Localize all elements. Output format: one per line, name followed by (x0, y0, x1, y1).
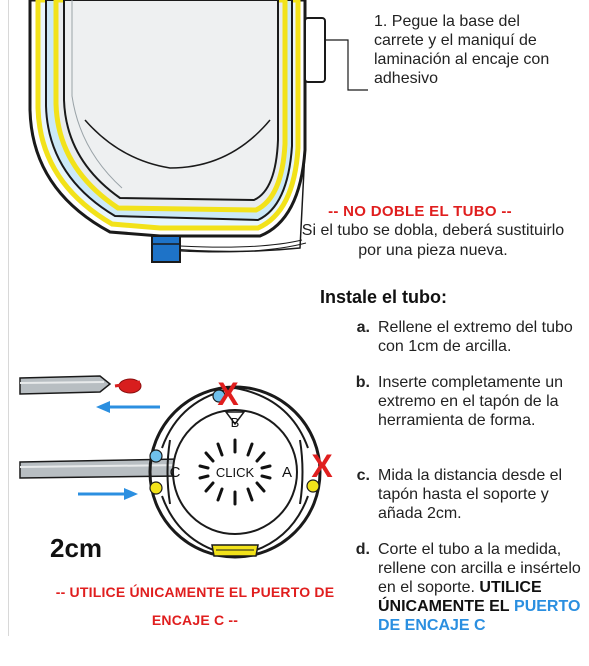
port-c-warning: -- UTILICE ÚNICAMENTE EL PUERTO DE ENCAJ… (55, 584, 335, 628)
step-text-group: Corte el tubo a la medida, rellene con a… (378, 540, 589, 635)
click-label: CLICK (216, 465, 255, 480)
bend-warning-line1: Si el tubo se dobla, deberá sustituirlo (301, 222, 565, 239)
length-label: 2cm (50, 533, 103, 563)
step-text-highlight: PUERTO DE ENCAJE C (378, 598, 581, 634)
step-text-bold: UTILICE ÚNICAMENTE EL (378, 579, 542, 615)
port-a-label: A (282, 464, 292, 481)
page-margin-line (8, 0, 9, 636)
step-text: Rellene el extremo del tubo con 1cm de a… (378, 319, 573, 355)
step-key: d. (355, 541, 370, 558)
port-a-yellow-dot (306, 479, 320, 493)
port-c-yellow-dot (149, 481, 163, 495)
step-key: c. (356, 467, 370, 484)
port-a-blocked-mark: X (311, 448, 333, 484)
tube-with-clay (19, 375, 142, 395)
bend-warning-line2: por una pieza nueva. (358, 242, 508, 259)
step-text: Corte el tubo a la medida, rellene con a… (378, 541, 581, 596)
port-c-label: C (170, 464, 181, 481)
tube-into-port-c (19, 458, 192, 479)
port-c-blue-dot (149, 449, 163, 463)
step-key: b. (355, 374, 370, 391)
step1-leader-line (325, 39, 368, 91)
arrow-out (96, 401, 160, 413)
bend-warning-title: -- NO DOBLE EL TUBO -- (328, 203, 512, 220)
click-burst (198, 438, 272, 506)
bend-warning-text: Si el tubo se dobla, deberá sustituirlo … (268, 221, 589, 261)
step1-instruction: 1. Pegue la base del carrete y el maniqu… (374, 13, 550, 87)
port-b-label: B (231, 415, 240, 430)
install-tube-title: Instale el tubo: (320, 287, 448, 307)
arrow-in (78, 488, 138, 500)
reel-base-illustration (28, 0, 326, 263)
port-b-blue-dot (212, 389, 226, 403)
step-text: Inserte completamente un extremo en el t… (378, 374, 563, 429)
step-key: a. (356, 319, 370, 336)
port-b-blocked-mark: X (217, 376, 239, 412)
shape-tool-cap (148, 385, 322, 559)
step-text: Mida la distancia desde el tapón hasta e… (378, 467, 563, 522)
